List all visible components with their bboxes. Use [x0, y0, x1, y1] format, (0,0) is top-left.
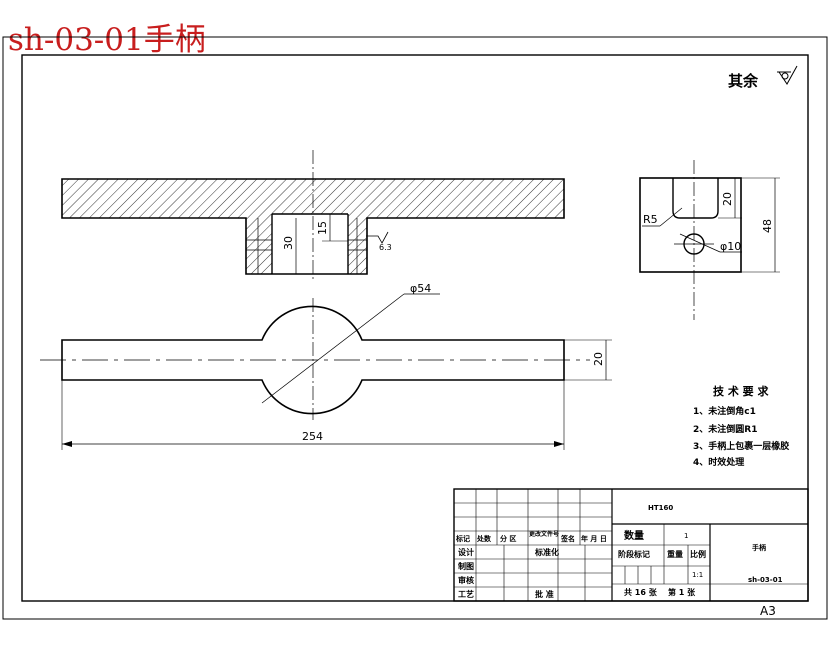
weight-label: 重量 — [667, 549, 683, 559]
stage-mark-label: 阶段标记 — [618, 549, 650, 559]
side-view: 20 48 R5 φ10 — [639, 160, 780, 320]
rev-header: 签名 — [560, 534, 575, 543]
approve-label: 批 准 — [535, 589, 554, 599]
dim-top-height: 30 — [282, 236, 295, 250]
tech-item: 1、未注倒角c1 — [693, 405, 756, 417]
sheets-total: 共 16 张 — [624, 587, 658, 597]
rev-header: 分 区 — [500, 534, 516, 543]
scale-label: 比例 — [690, 549, 706, 559]
quantity-value: 1 — [684, 532, 688, 540]
dim-side-hole: φ10 — [720, 240, 741, 253]
header-title: sh-03-01手柄 — [8, 22, 206, 58]
dim-bar-width: 20 — [592, 352, 605, 366]
top-section-view: 30 15 6.3 — [61, 150, 565, 280]
inner-border — [21, 54, 809, 602]
std-label: 标准化 — [534, 547, 559, 557]
tech-requirements: 技 术 要 求 1、未注倒角c1 2、未注倒圆R1 3、手柄上包裹一层橡胶 4、… — [693, 384, 789, 468]
tech-item: 4、时效处理 — [693, 456, 744, 468]
tech-title: 技 术 要 求 — [713, 384, 769, 398]
sheet-size-label: A3 — [760, 604, 776, 618]
dim-length: 254 — [302, 430, 323, 443]
dim-side-height: 20 — [721, 192, 734, 206]
quantity-label: 数量 — [624, 529, 644, 542]
tech-item: 2、未注倒圆R1 — [693, 423, 757, 435]
part-name: 手柄 — [752, 543, 766, 552]
dim-roughness: 6.3 — [379, 243, 392, 252]
tech-item: 3、手柄上包裹一层橡胶 — [693, 440, 789, 452]
role-draft: 制图 — [458, 561, 474, 571]
dim-side-radius: R5 — [643, 213, 658, 226]
material: HT160 — [648, 504, 673, 512]
role-design: 设计 — [458, 547, 474, 557]
scale-value: 1:1 — [692, 571, 703, 579]
dim-boss-dia: φ54 — [410, 282, 431, 295]
dim-top-bore-depth: 15 — [316, 221, 329, 235]
rev-header: 年 月 日 — [581, 534, 607, 543]
role-check: 审核 — [458, 575, 474, 585]
surface-note: 其余 — [728, 72, 759, 90]
rev-header: 处数 — [476, 534, 492, 543]
rev-header: 标记 — [455, 534, 470, 543]
title-block — [453, 488, 809, 602]
role-process: 工艺 — [458, 589, 474, 599]
outer-border — [2, 36, 828, 620]
rev-header: 更改文件号 — [529, 530, 559, 538]
drawing-number: sh-03-01 — [748, 576, 783, 584]
sheet-number: 第 1 张 — [668, 587, 696, 597]
front-view: φ54 20 254 — [40, 282, 612, 450]
dim-side-total: 48 — [761, 219, 774, 233]
roughness-symbol-icon — [777, 65, 798, 85]
